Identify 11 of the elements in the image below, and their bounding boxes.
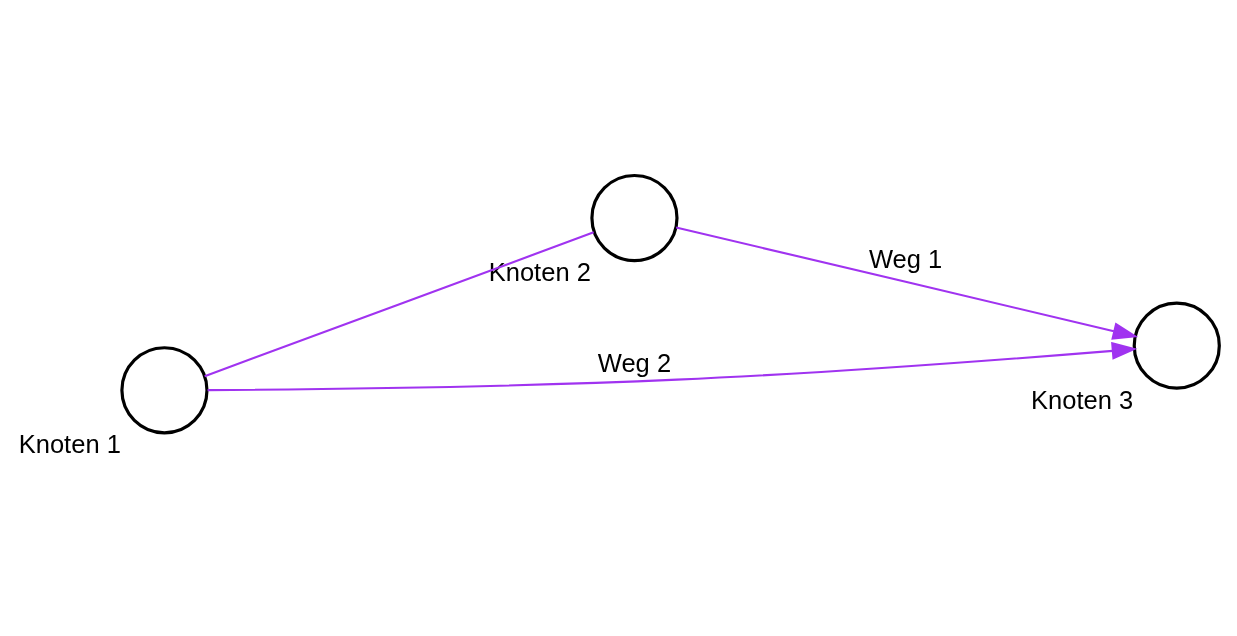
node-label: Knoten 1 [18, 430, 121, 459]
node-label: Knoten 2 [488, 257, 591, 286]
edge-label: Weg 2 [597, 349, 672, 378]
node-circle [590, 173, 679, 263]
edge-label: Weg 1 [868, 245, 943, 274]
node-label: Knoten 3 [1031, 385, 1134, 414]
node-circle [1132, 301, 1221, 390]
connector [204, 231, 595, 378]
node-circle [120, 346, 209, 435]
arrow [675, 226, 1139, 340]
arrow [207, 342, 1138, 392]
